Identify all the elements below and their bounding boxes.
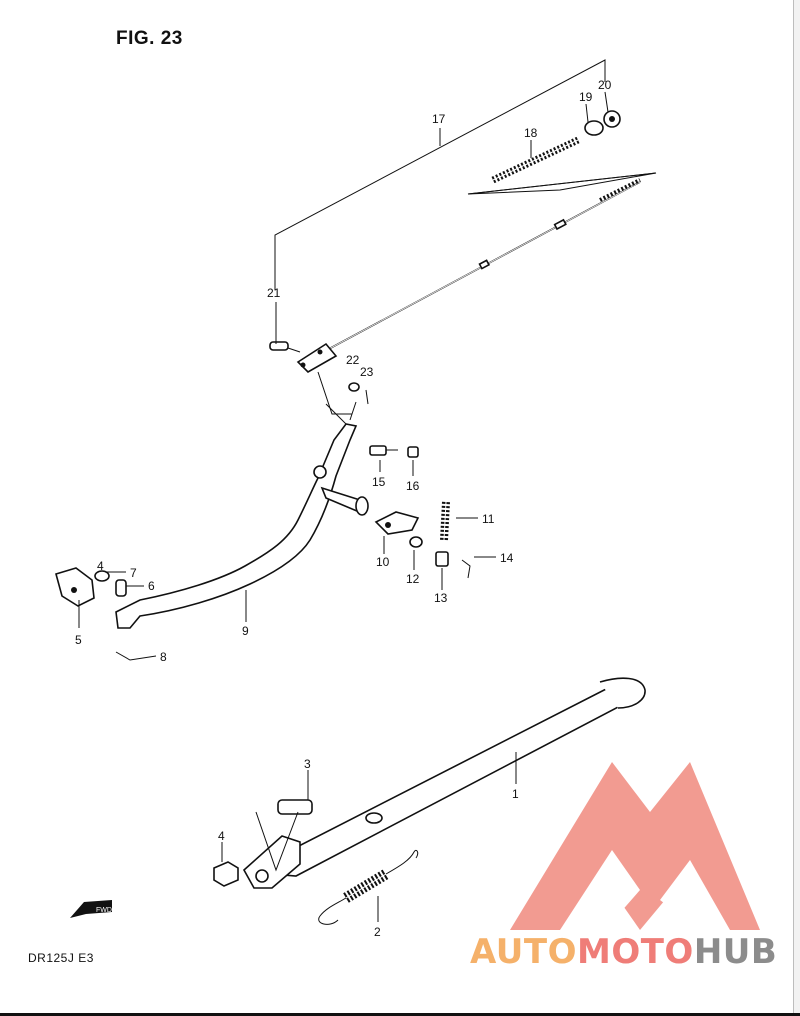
callout-22: 22 <box>346 353 360 367</box>
watermark-part-2: MOTO <box>576 932 694 972</box>
callout-3: 3 <box>304 757 311 771</box>
cotter-8 <box>115 651 157 661</box>
watermark-part-1: AUTO <box>470 932 577 972</box>
bottom-frame-edge <box>0 1013 800 1016</box>
leader-lines <box>78 91 609 922</box>
callout-12: 12 <box>406 572 420 586</box>
callout-10: 10 <box>376 555 390 569</box>
brake-rod-group <box>269 59 657 405</box>
callout-4: 4 <box>218 829 225 843</box>
watermark-text: AUTOMOTOHUB <box>470 932 777 972</box>
callout-21: 21 <box>267 286 281 300</box>
watermark-part-3: HUB <box>693 932 778 972</box>
threaded-end <box>599 178 641 202</box>
spring-11 <box>440 501 450 541</box>
callout-15: 15 <box>372 475 386 489</box>
callout-11: 11 <box>482 512 495 526</box>
watermark-logo <box>510 762 760 930</box>
clevis-pin <box>269 341 301 353</box>
callout-20: 20 <box>598 78 612 92</box>
rod-clevis <box>296 342 338 373</box>
side-stand <box>242 677 646 889</box>
callout-2: 2 <box>374 925 381 939</box>
stand-spring-2 <box>318 849 419 925</box>
callout-labels: 1 2 3 4 4 5 6 7 8 9 10 11 12 13 14 15 16… <box>75 78 612 939</box>
fwd-arrow-icon: FWD <box>70 900 112 918</box>
nut-4 <box>213 861 239 887</box>
callout-19: 19 <box>579 90 593 104</box>
bolt-15 <box>369 445 398 456</box>
pedal-tip <box>55 567 127 607</box>
model-code: DR125J E3 <box>28 951 94 965</box>
cotter-23 <box>365 389 369 405</box>
callout-9: 9 <box>242 624 249 638</box>
callout-18: 18 <box>524 126 538 140</box>
lever-plate-10 <box>374 511 420 535</box>
fwd-label: FWD <box>96 907 112 914</box>
brake-pedal <box>115 401 369 629</box>
callout-7: 7 <box>130 566 137 580</box>
nut-13 <box>435 551 449 567</box>
callout-1: 1 <box>512 787 519 801</box>
callout-6: 6 <box>148 579 155 593</box>
figure-title: FIG. 23 <box>116 28 183 49</box>
right-frame-edge <box>793 0 800 1016</box>
callout-8: 8 <box>160 650 167 664</box>
callout-23: 23 <box>360 365 374 379</box>
rod-spring <box>491 136 580 184</box>
callout-13: 13 <box>434 591 448 605</box>
callout-17: 17 <box>432 112 446 126</box>
callout-14: 14 <box>500 551 514 565</box>
stand-bolt-3 <box>277 799 313 815</box>
callout-4-upper: 4 <box>97 559 104 573</box>
washer-22 <box>348 382 360 392</box>
cotter-14 <box>461 559 471 579</box>
callout-5: 5 <box>75 633 82 647</box>
nut-16 <box>407 446 419 458</box>
washer-12 <box>409 536 423 548</box>
rod-joint <box>584 110 621 136</box>
callout-16: 16 <box>406 479 420 493</box>
